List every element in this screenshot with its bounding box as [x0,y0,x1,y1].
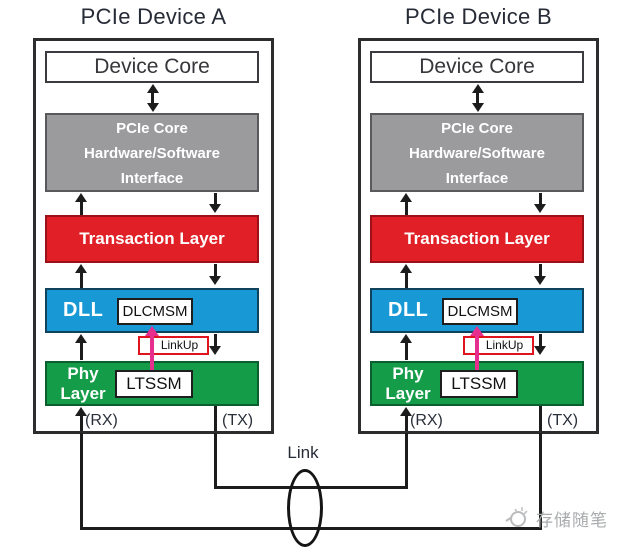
arrow-up-icon [147,84,159,93]
rx-label: (RX) [85,412,118,429]
link-wire-b-rx [405,433,408,489]
tx-line [539,406,542,431]
device-core-box: Device Core [370,51,584,83]
dll-label: DLL [388,299,429,321]
rx-arrow-line [405,414,408,431]
linkup-arrow-up-icon [145,326,159,336]
arrow-down-icon [534,346,546,355]
watermark-text: 存储随笔 [536,511,608,530]
watermark-logo-icon [502,503,530,534]
linkup-status-box: LinkUp [463,336,534,355]
pcie-core-line3: Interface [120,170,184,187]
pcie-core-line3: Interface [445,170,509,187]
arrow-up-icon [400,264,412,273]
arrow-line [80,271,83,288]
arrow-up-icon [400,334,412,343]
arrow-line [214,334,217,348]
device-a-stack: Device Core PCIe Core Hardware/Software … [36,41,271,431]
tx-line [214,406,217,431]
arrow-down-icon [534,276,546,285]
arrow-line [214,193,217,206]
arrow-up-icon [75,193,87,202]
arrow-up-icon [75,264,87,273]
arrow-line [151,91,154,105]
rx-arrow-up-icon [400,407,412,416]
pcie-core-line2: Hardware/Software [409,145,545,162]
linkup-arrow-up-icon [470,326,484,336]
watermark: 存储随笔 [502,503,608,534]
tx-label: (TX) [547,412,579,429]
link-label: Link [287,443,319,462]
arrow-down-icon [147,103,159,112]
phy-layer-label: Phy Layer [60,364,106,403]
device-a-box: Device Core PCIe Core Hardware/Software … [33,38,274,434]
arrow-down-icon [209,346,221,355]
arrow-line [539,334,542,348]
arrow-down-icon [209,204,221,213]
pcie-core-interface-box: PCIe Core Hardware/Software Interface [45,113,259,192]
arrow-down-icon [209,276,221,285]
pcie-core-line1: PCIe Core [441,120,513,137]
ltssm-box: LTSSM [440,370,518,398]
linkup-arrow-line [150,334,154,370]
phy-layer-label: Phy Layer [385,364,431,403]
linkup-arrow-line [475,334,479,370]
linkup-status-box: LinkUp [138,336,209,355]
link-wire-b-tx [539,433,542,530]
device-b-title: PCIe Device B [405,4,552,29]
arrow-line [80,341,83,360]
link-wire-a-tx [214,433,217,489]
link-bundle-ellipse [287,469,323,547]
pcie-core-interface-box: PCIe Core Hardware/Software Interface [370,113,584,192]
device-b-box: Device Core PCIe Core Hardware/Software … [358,38,599,434]
dlcmsm-box: DLCMSM [117,298,193,325]
arrow-line [476,91,479,105]
arrow-line [80,200,83,215]
arrow-line [539,193,542,206]
arrow-down-icon [534,204,546,213]
arrow-line [405,271,408,288]
rx-label: (RX) [410,412,443,429]
pcie-core-line1: PCIe Core [116,120,188,137]
transaction-layer-box: Transaction Layer [45,215,259,263]
arrow-line [405,341,408,360]
arrow-up-icon [400,193,412,202]
ltssm-box: LTSSM [115,370,193,398]
link-wire-a-rx [80,433,83,530]
arrow-up-icon [75,334,87,343]
arrow-line [214,264,217,278]
arrow-line [539,264,542,278]
transaction-layer-box: Transaction Layer [370,215,584,263]
device-core-box: Device Core [45,51,259,83]
rx-arrow-line [80,414,83,431]
device-a-title: PCIe Device A [80,4,227,29]
pcie-core-line2: Hardware/Software [84,145,220,162]
dll-label: DLL [63,299,104,321]
dlcmsm-box: DLCMSM [442,298,518,325]
arrow-down-icon [472,103,484,112]
device-b-stack: Device Core PCIe Core Hardware/Software … [361,41,596,431]
arrow-line [405,200,408,215]
arrow-up-icon [472,84,484,93]
tx-label: (TX) [222,412,254,429]
rx-arrow-up-icon [75,407,87,416]
